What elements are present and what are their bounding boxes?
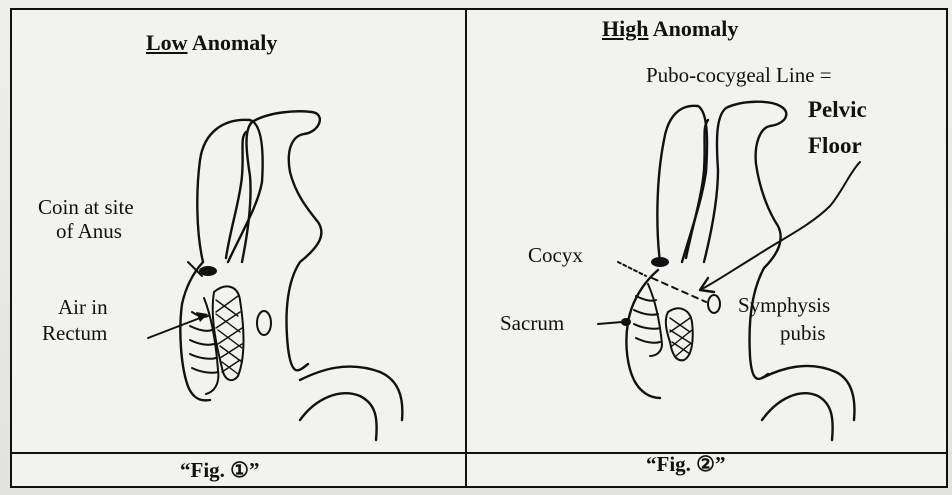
coin-label-line2: of Anus	[56, 220, 122, 243]
sacrum-pointer	[598, 322, 622, 324]
pubis-label: pubis	[780, 322, 826, 345]
right-figure-caption: “Fig. ②”	[646, 452, 726, 477]
right-rectum-hatch	[670, 318, 692, 356]
air-label-line2: Rectum	[42, 322, 107, 345]
right-leg-outline	[704, 102, 786, 379]
right-sacrum-ribs	[634, 296, 660, 343]
right-back-curve	[626, 270, 660, 398]
pelvic-label: Pelvic	[808, 98, 867, 121]
floor-label: Floor	[808, 134, 862, 157]
pelvic-floor-arrowhead	[700, 278, 714, 292]
cocyx-pointer	[618, 262, 646, 276]
right-coin-marker	[651, 257, 669, 267]
sacrum-label: Sacrum	[500, 312, 564, 335]
right-pubis-ellipse	[708, 295, 720, 313]
coin-label-line1: Coin at site	[38, 196, 134, 219]
sacrum-marker	[621, 318, 631, 326]
pubo-coccygeal-line	[652, 278, 706, 302]
symphysis-label: Symphysis	[738, 294, 830, 317]
cocyx-label: Cocyx	[528, 244, 583, 267]
left-pubis-ellipse	[257, 311, 271, 335]
air-label-line1: Air in	[58, 296, 108, 319]
left-figure-caption: “Fig. ①”	[180, 458, 260, 483]
pubo-coccygeal-label: Pubo-cocygeal Line =	[646, 64, 832, 87]
right-body-outline	[657, 106, 707, 262]
right-thigh-curve-2	[762, 393, 833, 440]
left-thigh-curve-2	[300, 393, 377, 440]
pelvic-floor-arrow	[700, 162, 860, 290]
left-inner-fold	[226, 132, 246, 258]
right-sacrum-edge	[648, 284, 662, 356]
left-coin-marker	[199, 266, 217, 276]
left-leg-outline	[242, 111, 321, 370]
